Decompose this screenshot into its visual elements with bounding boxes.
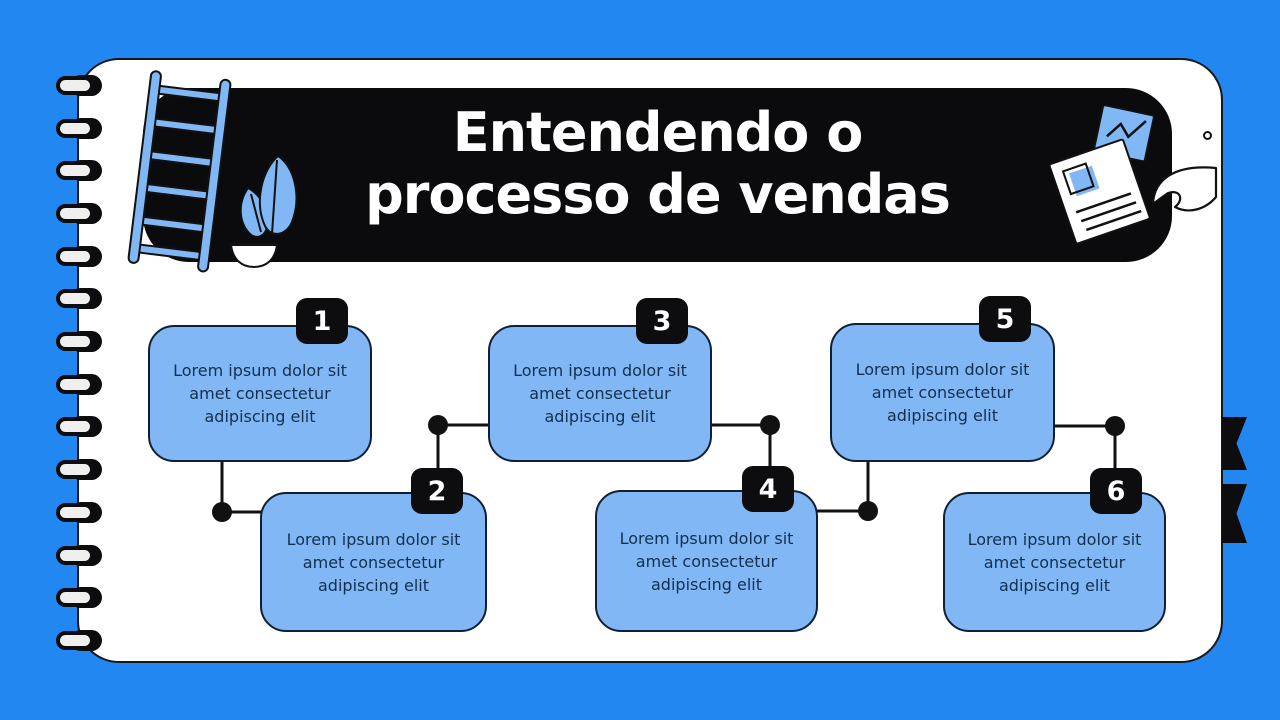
step-card-6: 6 Lorem ipsum dolor sit amet consectetur… [943, 468, 1166, 632]
step-card-4: 4 Lorem ipsum dolor sit amet consectetur… [595, 466, 818, 632]
step-text: Lorem ipsum dolor sit amet consectetur a… [619, 528, 794, 594]
plant-icon [229, 154, 298, 269]
documents-illustration [1048, 104, 1218, 245]
step-text: Lorem ipsum dolor sit amet consectetur a… [513, 361, 687, 426]
step-card-5: 5 Lorem ipsum dolor sit amet consectetur… [830, 296, 1055, 462]
ladder-icon [127, 70, 232, 273]
spiral-ring-icon [56, 331, 102, 352]
step-number-badge: 6 [1090, 468, 1142, 514]
spiral-ring-icon [56, 545, 102, 566]
title-line-2: processo de vendas [365, 163, 951, 226]
step-card-3: 3 Lorem ipsum dolor sit amet consectetur… [488, 298, 712, 462]
step-text: Lorem ipsum dolor sit amet consectetur a… [173, 361, 347, 426]
step-number-badge: 1 [296, 298, 348, 344]
ribbon-tail-icon [1222, 484, 1247, 543]
spiral-ring-icon [56, 374, 102, 395]
spiral-ring-icon [56, 587, 102, 608]
spiral-ring-icon [56, 630, 102, 651]
step-number-badge: 2 [411, 468, 463, 514]
step-card-1: 1 Lorem ipsum dolor sit amet consectetur… [148, 298, 372, 462]
step-text: Lorem ipsum dolor sit amet consectetur a… [286, 529, 461, 595]
document-icon [1048, 138, 1151, 245]
dot-icon [1203, 131, 1212, 140]
step-number-badge: 5 [979, 296, 1031, 342]
step-number-badge: 4 [742, 466, 794, 512]
spiral-ring-icon [56, 118, 102, 139]
step-text: Lorem ipsum dolor sit amet consectetur a… [855, 360, 1030, 425]
step-text: Lorem ipsum dolor sit amet consectetur a… [967, 529, 1142, 595]
ribbon-tail-icon [1222, 417, 1247, 470]
spiral-ring-icon [56, 160, 102, 181]
spiral-ring-icon [56, 459, 102, 480]
page-title: Entendendo o processo de vendas [143, 102, 1172, 226]
spiral-ring-icon [56, 416, 102, 437]
spiral-ring-icon [56, 246, 102, 267]
page-curl-icon [1151, 166, 1218, 212]
title-banner [143, 88, 1172, 262]
spiral-ring-icon [56, 502, 102, 523]
spiral-ring-icon [56, 288, 102, 309]
title-line-1: Entendendo o [452, 101, 864, 164]
step-number-badge: 3 [636, 298, 688, 344]
spiral-ring-icon [56, 75, 102, 96]
step-card-2: 2 Lorem ipsum dolor sit amet consectetur… [260, 468, 487, 632]
spiral-ring-icon [56, 203, 102, 224]
